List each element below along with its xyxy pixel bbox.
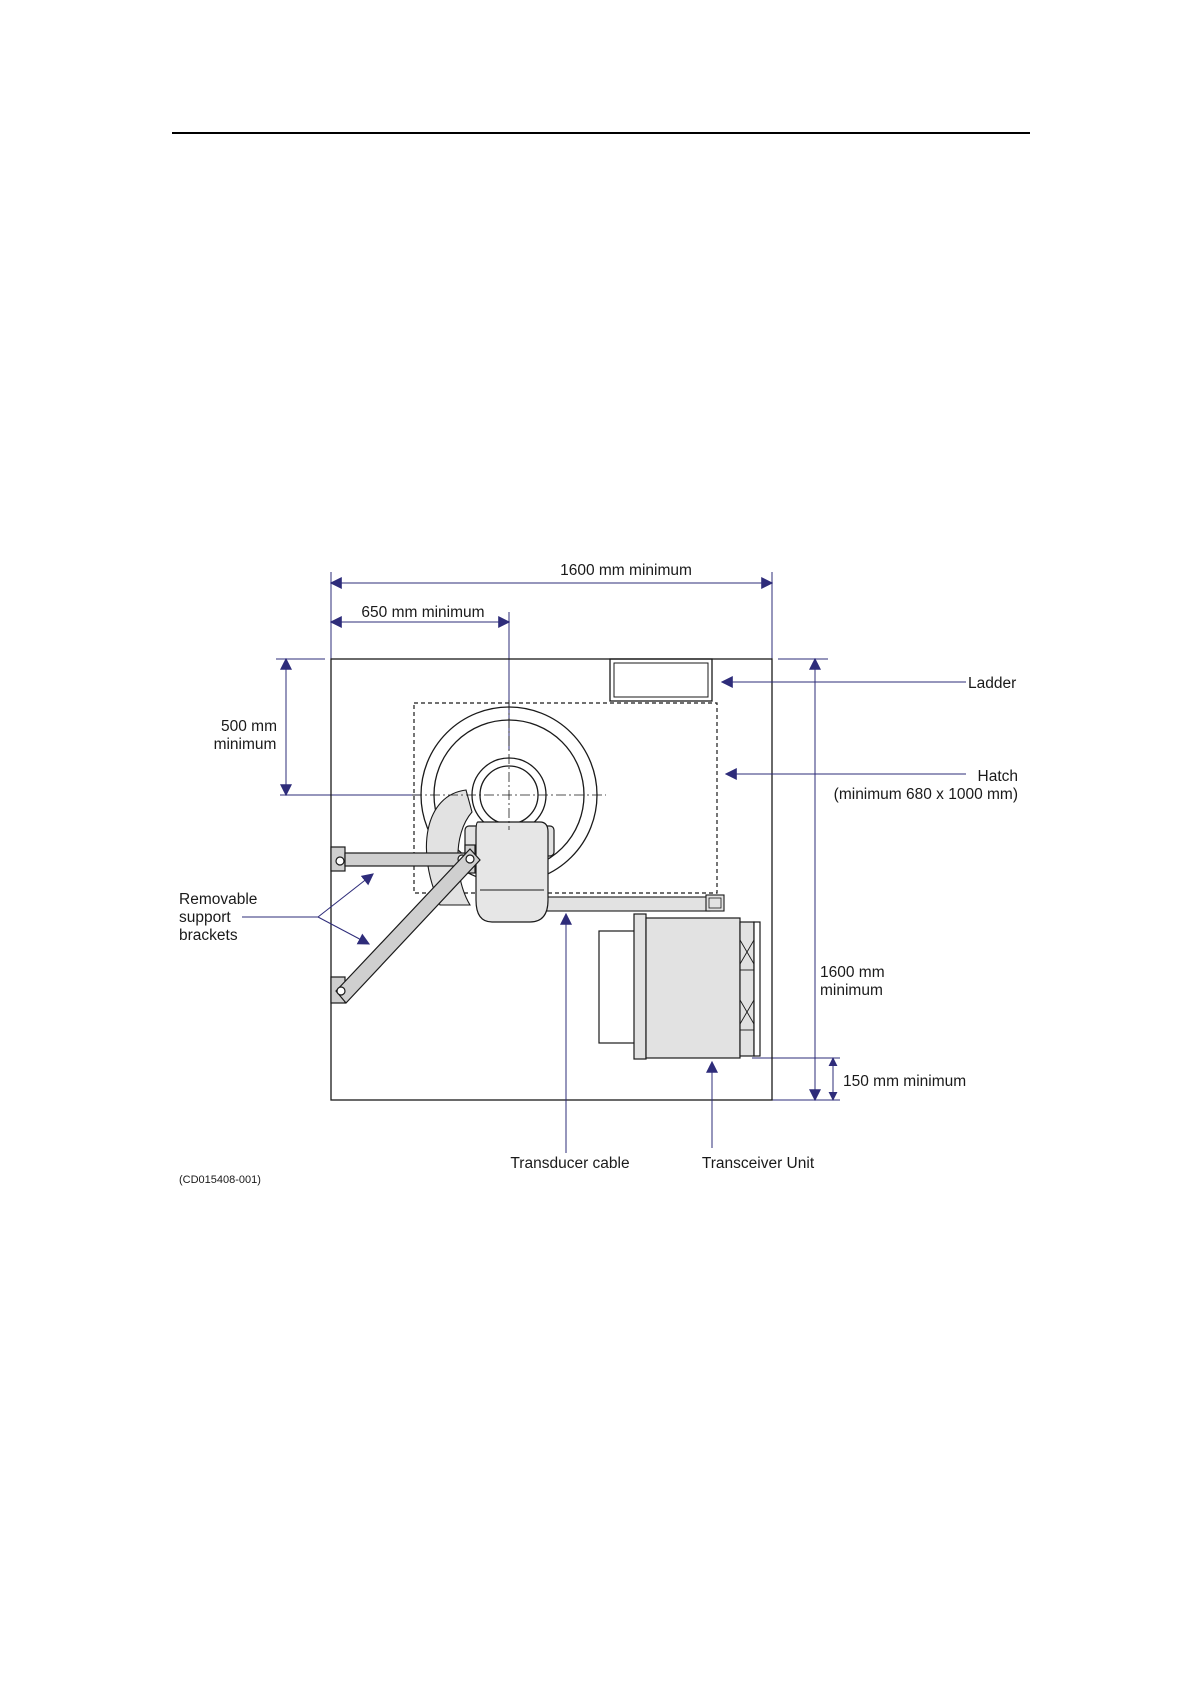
figure-code: (CD015408-001) <box>179 1174 261 1186</box>
height-total-label-2: minimum <box>820 982 883 999</box>
width-total-label: 1600 mm minimum <box>560 562 692 579</box>
brackets-label-3: brackets <box>179 927 238 944</box>
height-total-label-1: 1600 mm <box>820 964 885 981</box>
bottom-gap-label: 150 mm minimum <box>843 1073 966 1090</box>
support-brackets <box>331 845 480 1003</box>
hatch-label-2: (minimum 680 x 1000 mm) <box>834 786 1018 803</box>
hoist-motor-shape <box>465 822 554 922</box>
ladder-shape <box>610 659 712 701</box>
depth-center-label-1: 500 mm <box>221 718 277 735</box>
width-center-label: 650 mm minimum <box>361 604 484 621</box>
hatch-label-1: Hatch <box>978 768 1019 785</box>
brackets-label-2: support <box>179 909 231 926</box>
brackets-label-1: Removable <box>179 891 257 908</box>
depth-center-label-2: minimum <box>214 736 277 753</box>
transceiver-unit-label: Transceiver Unit <box>702 1155 815 1172</box>
ladder-label: Ladder <box>968 675 1016 692</box>
transceiver-unit-shape <box>599 914 760 1059</box>
transducer-cable-label: Transducer cable <box>510 1155 629 1172</box>
